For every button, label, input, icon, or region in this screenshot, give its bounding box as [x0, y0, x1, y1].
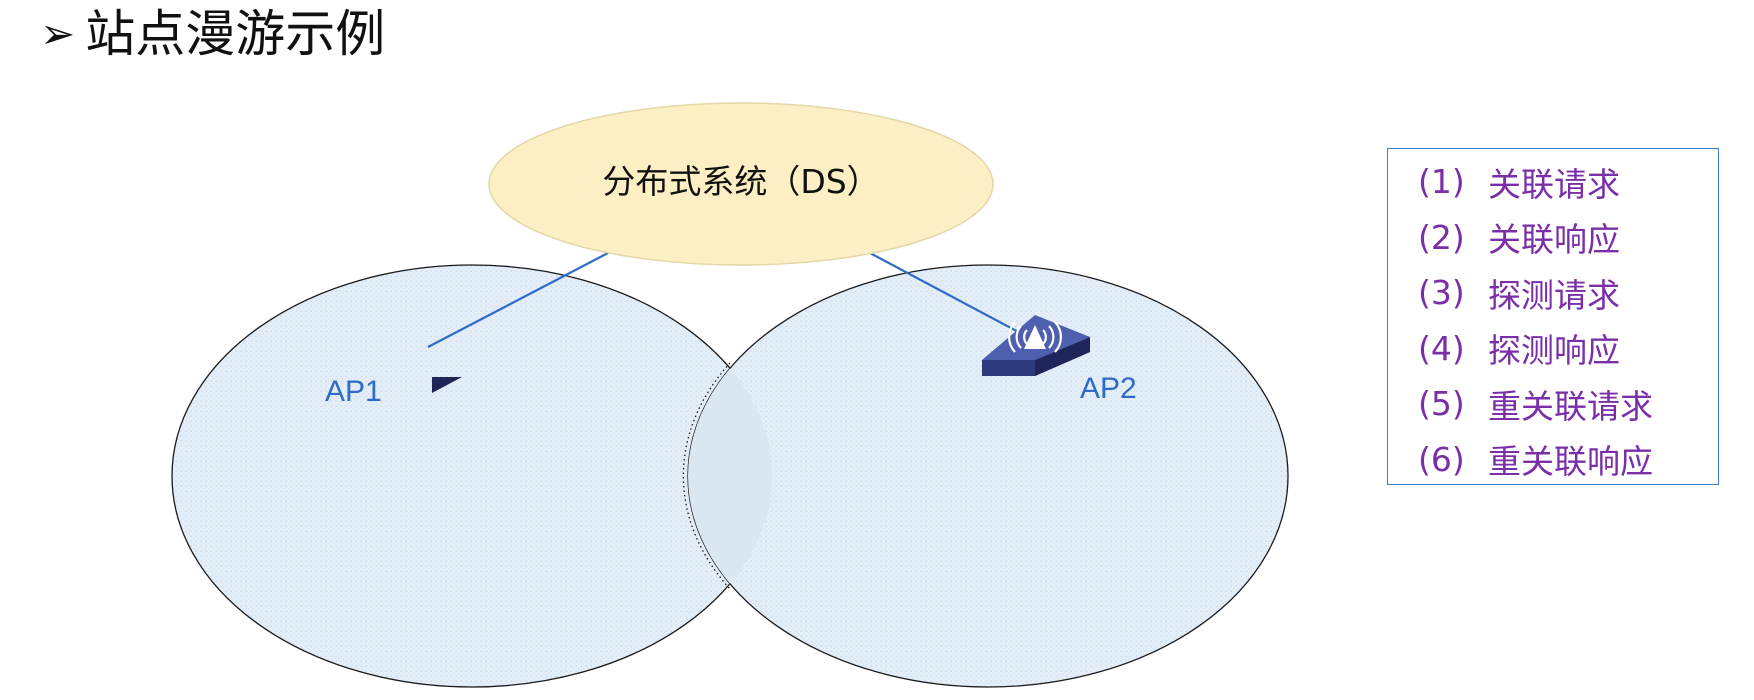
legend-item-number: (4) [1418, 328, 1465, 368]
ap1-label: AP1 [325, 375, 382, 408]
ds-label: 分布式系统（DS） [602, 162, 879, 201]
ap2-overlap-boundary [682, 362, 731, 590]
legend-item-number: (3) [1418, 273, 1465, 313]
message-legend: (1) 关联请求 (2) 关联响应 (3) 探测请求 (4) 探测响应 (5) … [1387, 148, 1719, 485]
legend-item: (4) 探测响应 [1418, 321, 1653, 377]
legend-item: (5) 重关联请求 [1418, 376, 1653, 432]
ds-ap2-link [869, 252, 1027, 337]
legend-item: (3) 探测请求 [1418, 265, 1653, 321]
ap1-device-icon [432, 377, 462, 393]
legend-item: (2) 关联响应 [1418, 210, 1653, 266]
slide-title: ➢ 站点漫游示例 [40, 2, 385, 66]
legend-item-label: 关联响应 [1488, 220, 1620, 260]
ap2-coverage-area [687, 264, 1289, 688]
ap2-label: AP2 [1080, 372, 1137, 405]
legend-item-number: (5) [1418, 384, 1465, 424]
legend-item-number: (6) [1418, 439, 1465, 479]
legend-item-label: 探测响应 [1488, 331, 1620, 371]
legend-item-number: (2) [1418, 217, 1465, 257]
slide-title-text: 站点漫游示例 [85, 5, 386, 63]
legend-item-label: 重关联请求 [1488, 386, 1653, 426]
legend-item-label: 探测请求 [1488, 275, 1620, 315]
distribution-system [488, 102, 994, 266]
legend-item-label: 关联请求 [1488, 164, 1620, 204]
legend-list: (1) 关联请求 (2) 关联响应 (3) 探测请求 (4) 探测响应 (5) … [1418, 154, 1653, 487]
legend-item-number: (1) [1418, 162, 1465, 202]
ds-ap1-link [427, 252, 609, 348]
legend-item: (1) 关联请求 [1418, 154, 1653, 210]
legend-item-label: 重关联响应 [1488, 442, 1653, 482]
arrow-bullet-icon: ➢ [40, 9, 76, 58]
legend-item: (6) 重关联响应 [1418, 432, 1653, 488]
wireless-access-point-icon [982, 315, 1090, 376]
ap1-coverage-area [171, 264, 773, 688]
